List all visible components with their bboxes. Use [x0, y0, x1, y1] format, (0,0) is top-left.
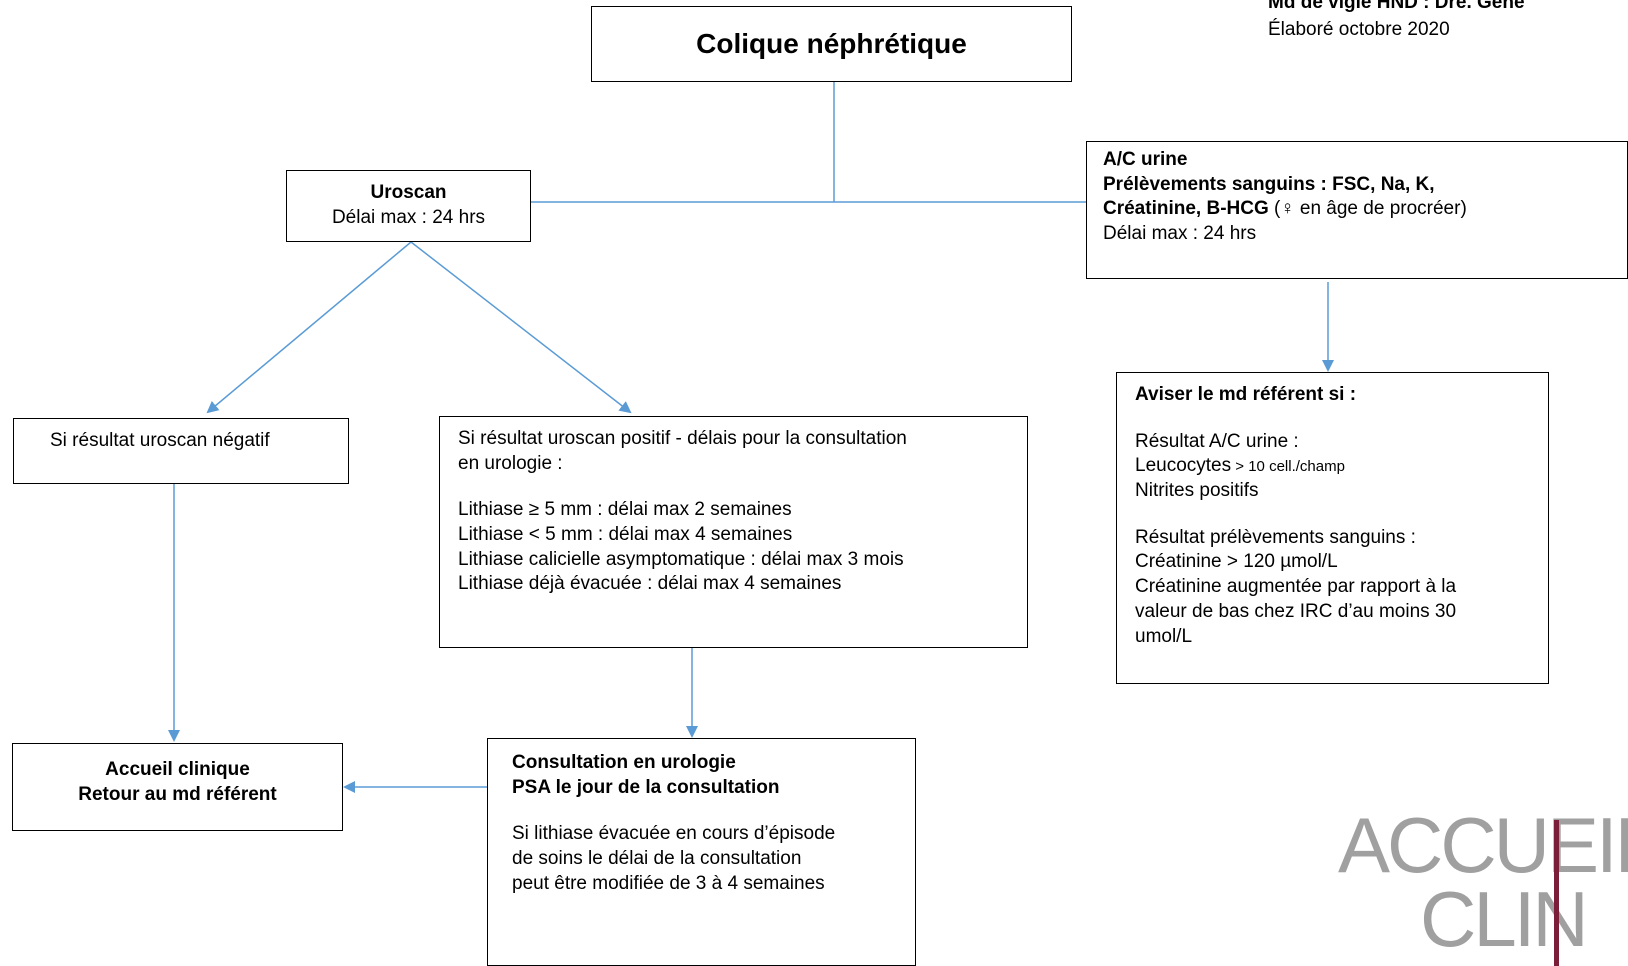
aviser-creatinine-1: Créatinine > 120 µmol/L	[1135, 551, 1338, 573]
arrow-uroscan-to-negatif	[206, 241, 412, 414]
title-box: Colique néphrétique	[591, 6, 1072, 82]
aviser-leucocytes-threshold: > 10 cell./champ	[1231, 458, 1345, 476]
aviser-nitrites: Nitrites positifs	[1135, 480, 1259, 502]
header-elabore-date: Élaboré octobre 2020	[1268, 19, 1450, 40]
aviser-box: Aviser le md référent si : Résultat A/C …	[1116, 372, 1549, 684]
positif-intro-2: en urologie :	[458, 452, 563, 474]
header-md-vigie: Md de vigie HND : Dre. Gene	[1268, 0, 1525, 13]
positif-item: Lithiase calicielle asymptomatique : dél…	[458, 548, 904, 570]
aviser-creatinine-2c: umol/L	[1135, 625, 1193, 647]
ac-urine-line1: A/C urine	[1103, 149, 1188, 170]
uroscan-delai: Délai max : 24 hrs	[331, 206, 486, 228]
page-title: Colique néphrétique	[696, 27, 967, 59]
positif-intro-1: Si résultat uroscan positif - délais pou…	[458, 428, 907, 449]
consultation-note-1: Si lithiase évacuée en cours d’épisode	[512, 823, 836, 845]
aviser-leucocytes: Leucocytes	[1135, 455, 1232, 477]
accueil-line1: Accueil clinique	[105, 759, 250, 780]
uroscan-heading: Uroscan	[370, 182, 447, 203]
positif-item: Lithiase déjà évacuée : délai max 4 sema…	[458, 573, 842, 595]
ac-urine-line2: Prélèvements sanguins : FSC, Na, K,	[1103, 173, 1435, 195]
aviser-sang-title: Résultat prélèvements sanguins :	[1135, 526, 1416, 548]
consultation-line2: PSA le jour de la consultation	[512, 776, 780, 798]
accueil-clinique-logo: ACCUEIL CLIN	[1330, 794, 1628, 966]
ac-urine-box: A/C urine Prélèvements sanguins : FSC, N…	[1086, 141, 1628, 279]
logo-line2: CLIN	[1420, 875, 1589, 963]
logo-accent-bar	[1554, 820, 1559, 966]
positif-item: Lithiase < 5 mm : délai max 4 semaines	[458, 524, 793, 546]
positif-box: Si résultat uroscan positif - délais pou…	[439, 416, 1028, 648]
ac-urine-delai: Délai max : 24 hrs	[1103, 223, 1257, 245]
ac-urine-line3-rest: (♀ en âge de procréer)	[1268, 198, 1467, 220]
negatif-box: Si résultat uroscan négatif	[13, 418, 349, 484]
uroscan-box: Uroscan Délai max : 24 hrs	[286, 170, 531, 242]
positif-item: Lithiase ≥ 5 mm : délai max 2 semaines	[458, 499, 792, 521]
aviser-creatinine-2b: valeur de bas chez IRC d’au moins 30	[1135, 600, 1457, 622]
accueil-box: Accueil clinique Retour au md référent	[12, 743, 343, 831]
aviser-creatinine-2a: Créatinine augmentée par rapport à la	[1135, 576, 1457, 598]
ac-urine-line3-bold: Créatinine, B-HCG	[1103, 198, 1269, 220]
aviser-heading: Aviser le md référent si :	[1135, 384, 1357, 405]
negatif-text: Si résultat uroscan négatif	[50, 430, 270, 451]
logo-line1: ACCUEIL	[1338, 801, 1628, 889]
aviser-urine-title: Résultat A/C urine :	[1135, 430, 1299, 452]
consultation-line1: Consultation en urologie	[512, 752, 736, 773]
arrow-uroscan-to-positif	[410, 241, 632, 414]
consultation-note-3: peut être modifiée de 3 à 4 semaines	[512, 872, 825, 894]
consultation-box: Consultation en urologie PSA le jour de …	[487, 738, 916, 966]
consultation-note-2: de soins le délai de la consultation	[512, 848, 802, 870]
accueil-line2: Retour au md référent	[78, 783, 277, 805]
